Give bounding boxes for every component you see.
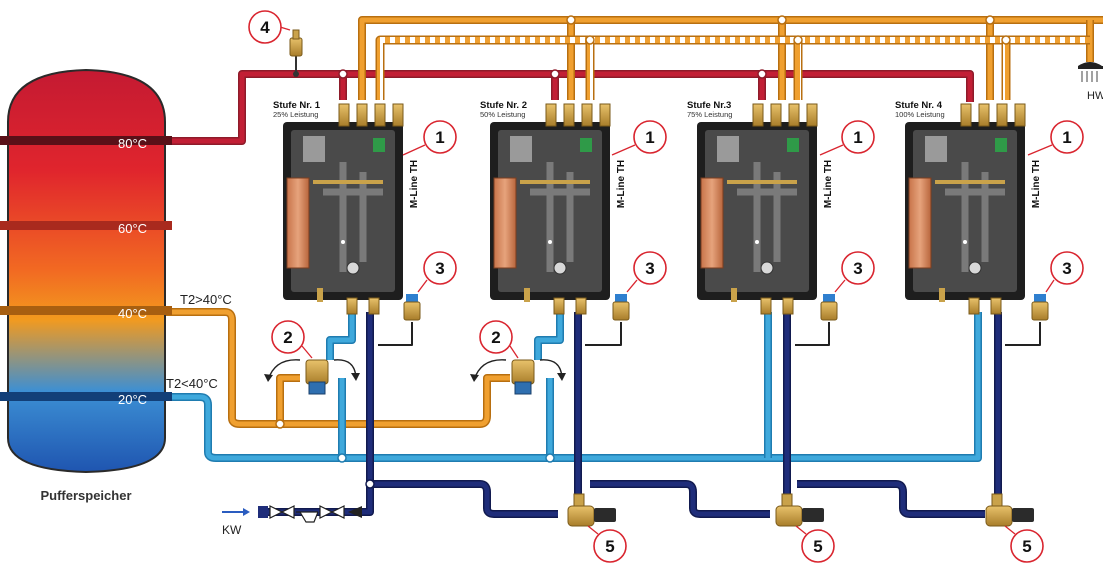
safety-valve-icon	[1031, 294, 1049, 321]
callout-1: 1	[1027, 120, 1084, 156]
heat-station-3: M-Line TH Stufe Nr.375% Leistung	[687, 100, 834, 315]
tank-port-20-label: 20°C	[118, 392, 147, 407]
callout-number: 3	[645, 259, 654, 278]
heat-exchanger	[700, 177, 724, 269]
heat-exchanger	[493, 177, 517, 269]
three-way-mixer-icon	[264, 359, 360, 395]
three-way-mixer-icon	[470, 359, 566, 395]
callout-group: 4 1 1 1 1 3 3 3 3 2 2 5 5 5	[248, 10, 1084, 563]
station-title: Stufe Nr. 1	[273, 100, 321, 111]
safety-valve-icon	[403, 294, 421, 321]
shutoff-valve-icon	[567, 493, 616, 527]
callout-number: 3	[1062, 259, 1071, 278]
branch-upper-label: T2>40°C	[180, 292, 232, 307]
station-model-label: M-Line TH	[409, 160, 420, 208]
callout-number: 1	[1062, 128, 1071, 147]
callout-number: 2	[283, 328, 292, 347]
shutoff-valve-icon	[985, 493, 1034, 527]
callout-1: 1	[611, 120, 667, 156]
filter-icon	[296, 511, 319, 523]
safety-valve-icon	[820, 294, 838, 321]
station-subtitle: 50% Leistung	[480, 110, 525, 119]
shower-head-icon	[1078, 62, 1103, 82]
callout-number: 4	[260, 18, 270, 37]
pipe-network	[160, 16, 1103, 518]
station-model-label: M-Line TH	[823, 160, 834, 208]
callout-3: 3	[1045, 251, 1084, 293]
callout-5: 5	[1004, 525, 1044, 563]
callout-5: 5	[587, 525, 627, 563]
heat-exchanger	[286, 177, 310, 269]
pipe-junctions	[275, 15, 1011, 429]
heat-station-1: M-Line TH Stufe Nr. 125% Leistung	[273, 100, 420, 315]
callout-number: 1	[645, 128, 654, 147]
branch-lower-label: T2<40°C	[166, 376, 218, 391]
shutoff-valve-icon	[775, 493, 824, 527]
callout-number: 3	[435, 259, 444, 278]
air-vent-icon	[289, 29, 303, 77]
callout-3: 3	[834, 251, 875, 293]
station-title: Stufe Nr.3	[687, 100, 731, 111]
tank-port-40-label: 40°C	[118, 306, 147, 321]
callout-number: 1	[435, 128, 444, 147]
callout-5: 5	[795, 525, 835, 563]
cold-water-label: KW	[222, 523, 242, 537]
safety-valve-icon	[612, 294, 630, 321]
callout-1: 1	[402, 120, 457, 156]
check-valve-icon	[258, 505, 295, 519]
callout-number: 1	[853, 128, 862, 147]
callout-number: 5	[813, 537, 822, 556]
buffer-tank	[0, 68, 172, 474]
tank-label: Pufferspeicher	[40, 488, 131, 503]
callout-3: 3	[626, 251, 667, 293]
station-model-label: M-Line TH	[1031, 160, 1042, 208]
callout-number: 3	[853, 259, 862, 278]
tank-port-60-label: 60°C	[118, 221, 147, 236]
station-title: Stufe Nr. 4	[895, 100, 943, 111]
callout-2: 2	[479, 320, 519, 359]
callout-3: 3	[417, 251, 457, 293]
station-title: Stufe Nr. 2	[480, 100, 527, 111]
callout-number: 5	[1022, 537, 1031, 556]
warm-return-pipe	[160, 308, 510, 428]
station-subtitle: 100% Leistung	[895, 110, 945, 119]
station-model-label: M-Line TH	[616, 160, 627, 208]
tank-port-80-label: 80°C	[118, 136, 147, 151]
callout-2: 2	[271, 320, 313, 359]
station-subtitle: 75% Leistung	[687, 110, 732, 119]
station-subtitle: 25% Leistung	[273, 110, 318, 119]
callout-1: 1	[819, 120, 875, 156]
heat-station-2: M-Line TH Stufe Nr. 250% Leistung	[480, 100, 627, 315]
hot-water-label: HW	[1087, 90, 1103, 102]
cold-water-inlet	[222, 505, 362, 523]
callout-number: 5	[605, 537, 614, 556]
heat-exchanger	[908, 177, 932, 269]
callout-number: 2	[491, 328, 500, 347]
callout-4: 4	[248, 10, 291, 44]
